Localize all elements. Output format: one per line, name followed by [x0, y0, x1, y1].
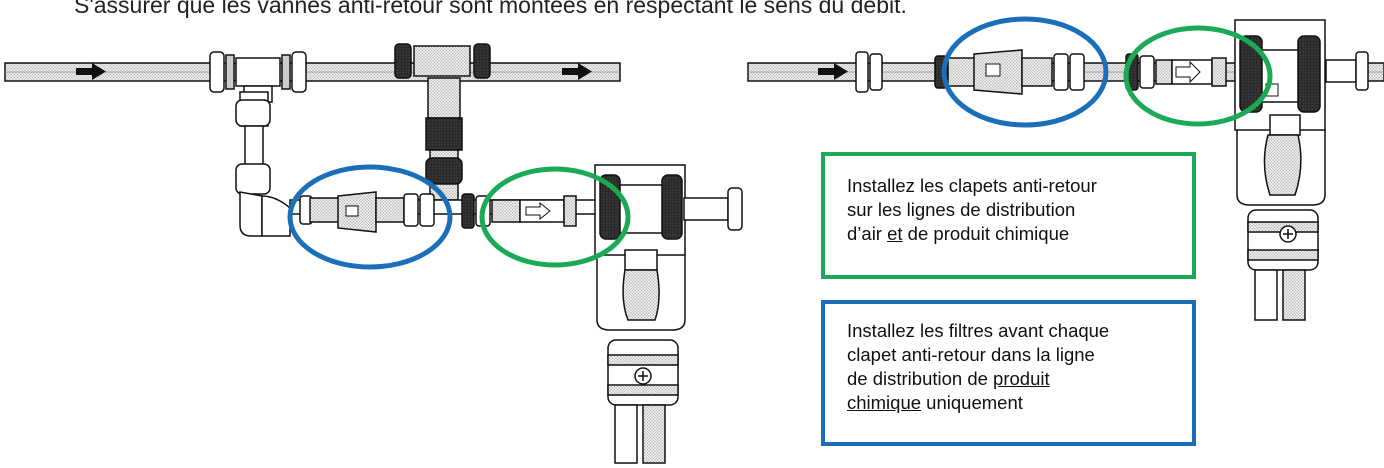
green-note-box: Installez les clapets anti-retour sur le… [821, 152, 1196, 279]
underlined-text: produit [993, 368, 1050, 389]
left-plumbing-diagram [4, 43, 743, 464]
note-line: clapet anti-retour dans la ligne [847, 344, 1095, 365]
note-text: d’air [847, 223, 888, 244]
check-valve-left [461, 193, 577, 229]
note-line: chimique uniquement [847, 391, 1170, 415]
filter-component-right [934, 49, 1085, 95]
flow-arrow-icon [818, 63, 848, 80]
flow-arrow-icon [76, 63, 592, 80]
blue-highlight-circle-left [287, 164, 453, 270]
check-valve-right [1125, 53, 1227, 91]
header-instruction: S'assurer que les vannes anti-retour son… [74, 0, 907, 18]
screw-head-icon [634, 367, 652, 385]
underlined-text: chimique [847, 392, 922, 413]
green-highlight-circle-left [479, 166, 631, 268]
note-text: de distribution de [847, 368, 994, 389]
note-line: Installez les clapets anti-retour [847, 175, 1097, 196]
right-plumbing-diagram [747, 16, 1384, 321]
pump-right [1234, 19, 1369, 321]
filter-component-left [299, 191, 435, 233]
underlined-text: et [887, 223, 903, 244]
note-line: sur les lignes de distribution [847, 199, 1076, 220]
note-line: de distribution de produit [847, 367, 1170, 391]
screw-head-icon [1279, 225, 1297, 243]
tee-fitting-right [394, 43, 491, 201]
blue-note-box: Installez les filtres avant chaque clape… [821, 300, 1196, 446]
note-line: Installez les filtres avant chaque [847, 320, 1110, 341]
note-text: de produit chimique [902, 223, 1070, 244]
note-line: d’air et de produit chimique [847, 222, 1170, 246]
pump-left [594, 164, 743, 464]
note-text: uniquement [921, 392, 1023, 413]
blue-highlight-circle-right [941, 16, 1109, 128]
green-highlight-circle-right [1123, 25, 1273, 127]
